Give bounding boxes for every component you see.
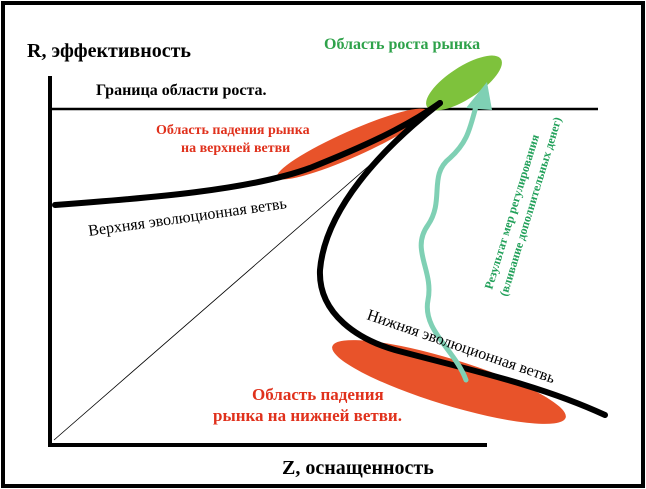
upper-fall-area — [276, 108, 428, 180]
x-axis-label: Z, оснащенность — [282, 457, 434, 479]
y-axis-label: R, эффективность — [27, 40, 191, 62]
market-growth-label: Область роста рынка — [324, 36, 480, 53]
upper-fall-label-1: Область падения рынка — [156, 123, 310, 138]
upper-fall-label-2: на верхней ветви — [181, 141, 290, 156]
market-growth-area — [426, 55, 502, 111]
growth-boundary-label: Граница области роста. — [96, 82, 267, 99]
lower-branch-curve — [316, 100, 608, 418]
regulation-arrow-path — [418, 97, 481, 383]
lower-fall-label-2: рынка на нижней ветви. — [213, 406, 402, 425]
upper-branch-curve — [52, 100, 443, 208]
lower-fall-label-1: Область падения — [252, 385, 384, 404]
lower-fall-area — [332, 340, 566, 424]
regulation-arrow-head — [466, 82, 492, 110]
